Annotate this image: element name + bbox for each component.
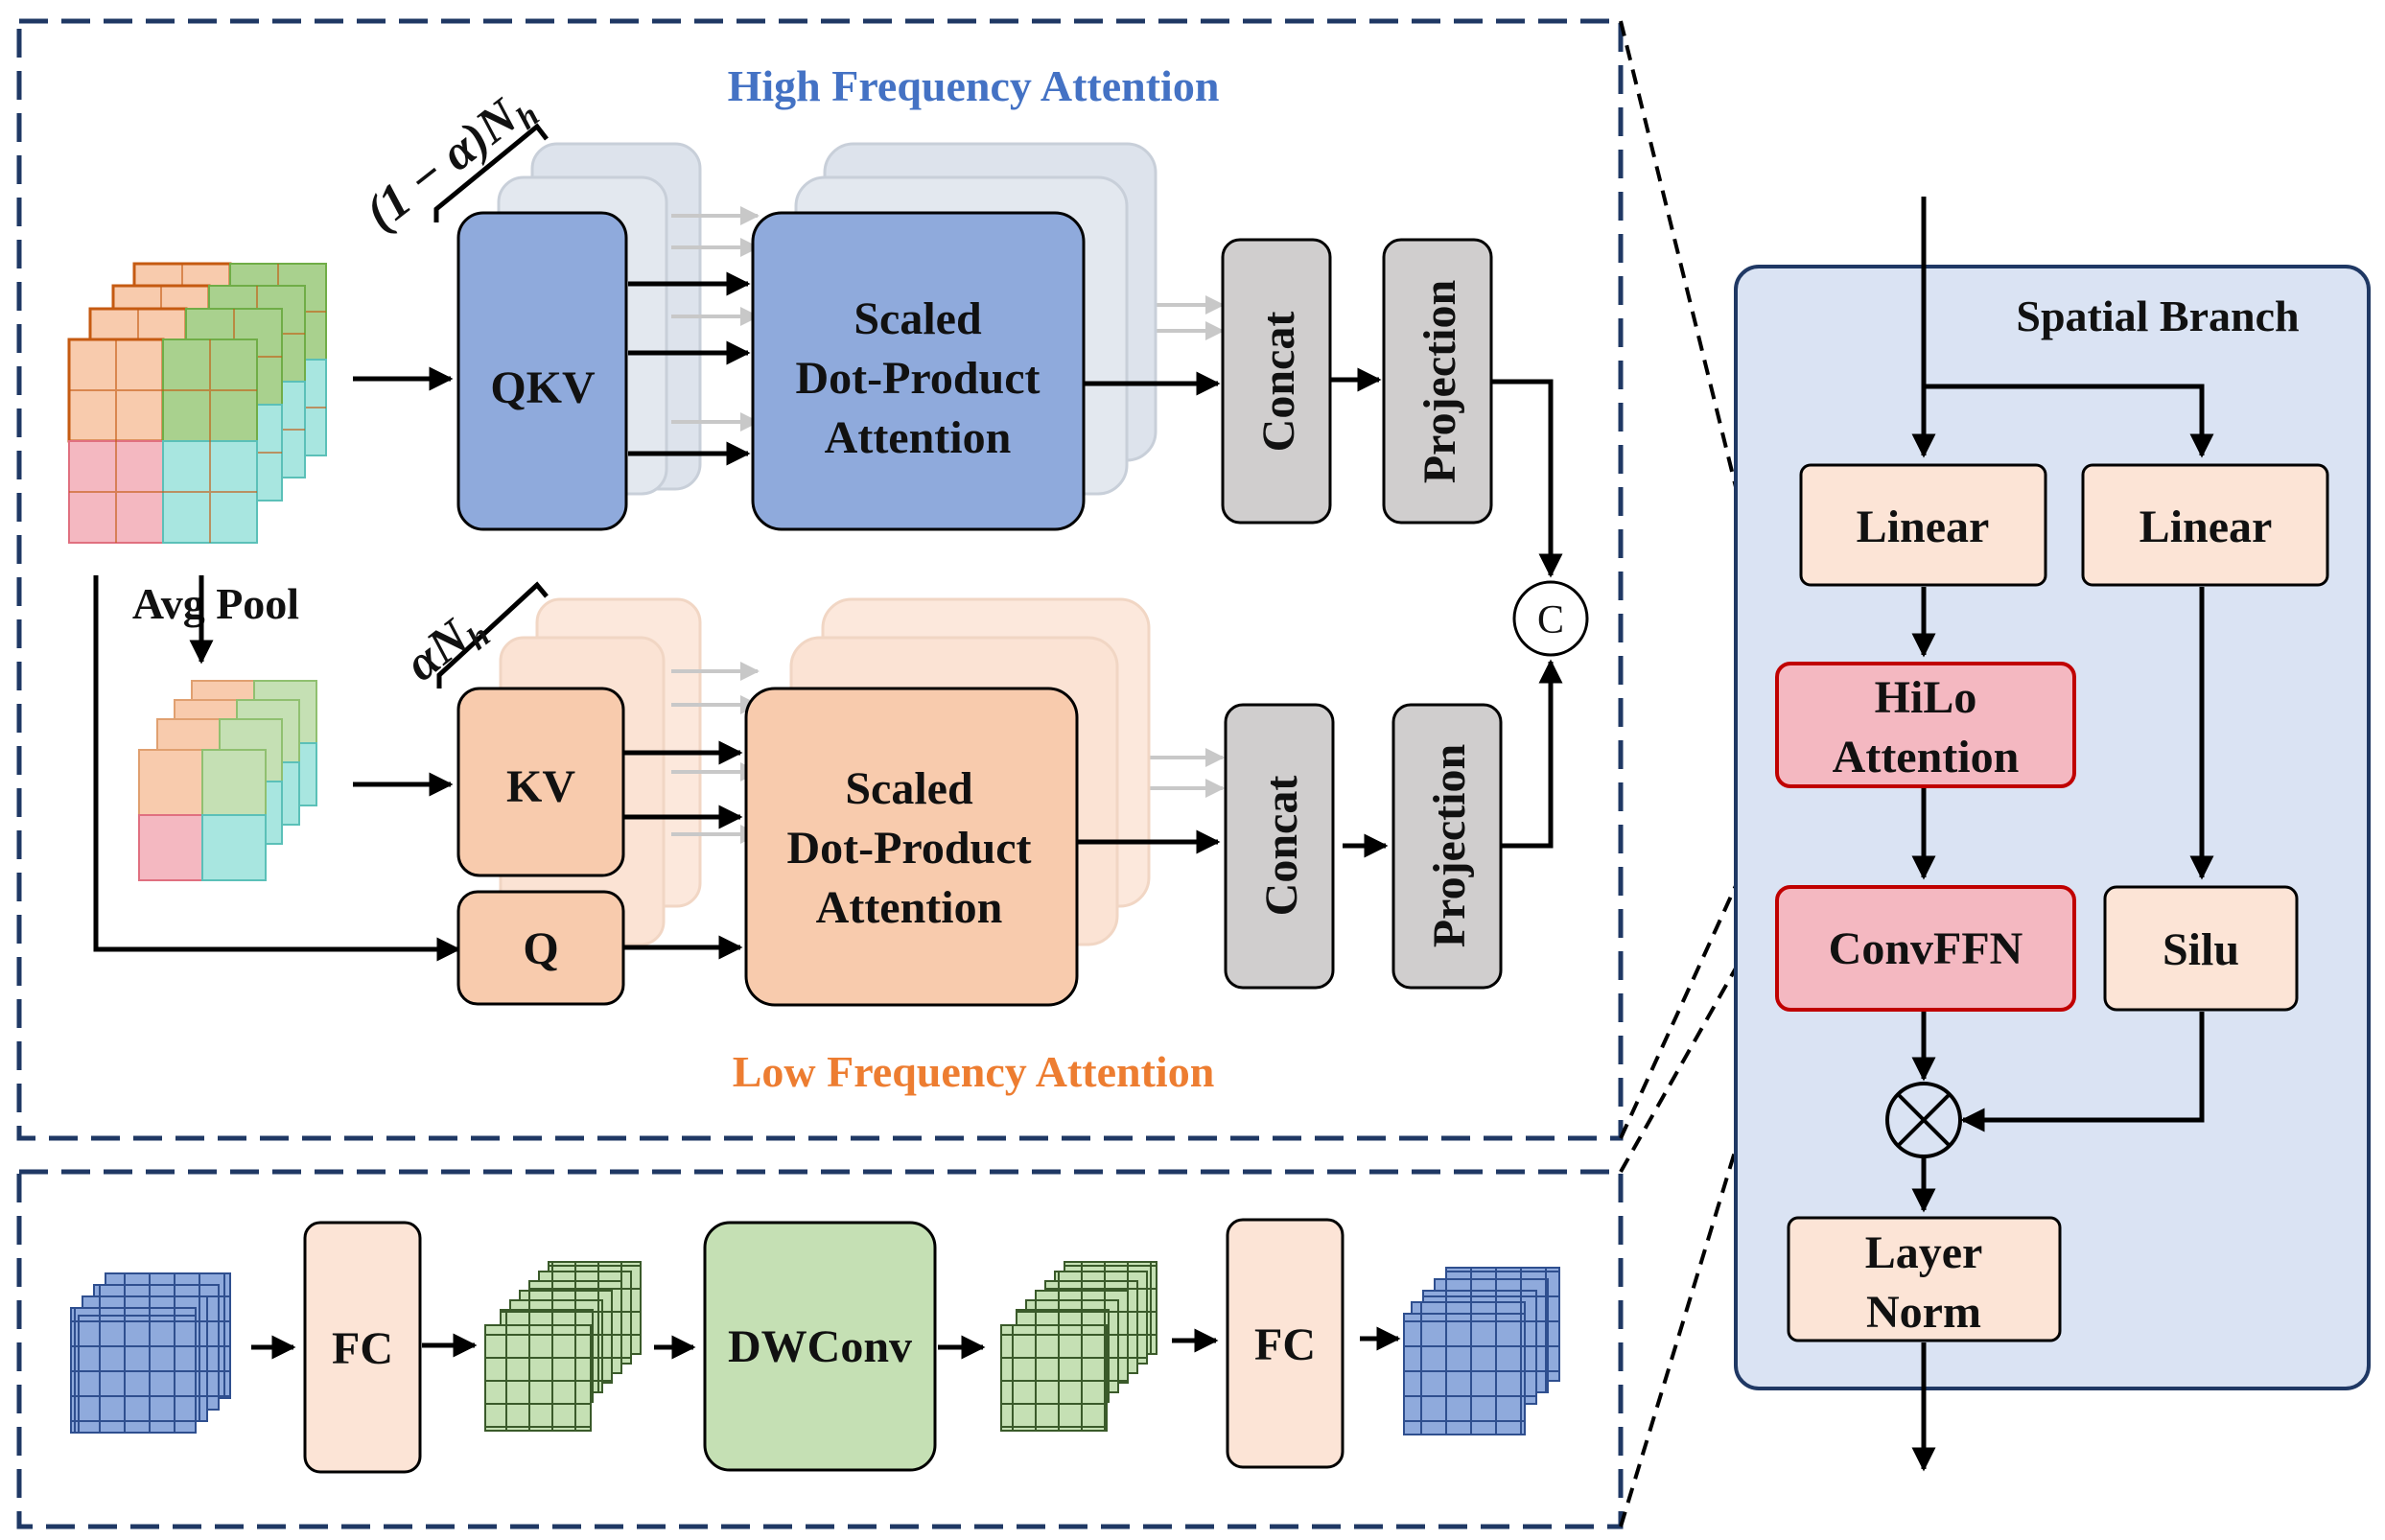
ffn-input-tensor	[70, 1272, 231, 1434]
ffn-hidden-tensor-1	[484, 1261, 642, 1432]
silu-label: Silu	[2163, 924, 2239, 975]
ffn-output-tensor	[1403, 1267, 1560, 1435]
dwconv-label: DWConv	[728, 1321, 912, 1372]
multiply-symbol	[1885, 1082, 1962, 1158]
high-frequency-title: High Frequency Attention	[728, 61, 1220, 110]
low-heads-label: αNh	[395, 598, 497, 696]
layer-norm-line2: Norm	[1866, 1287, 1981, 1338]
concat-symbol	[1512, 580, 1589, 657]
convffn-block	[1775, 885, 2076, 1012]
sdpa-low-line1: Scaled	[845, 763, 973, 814]
concat-low-label: Concat	[1256, 776, 1307, 917]
q-label: Q	[523, 923, 558, 974]
sdpa-high-line1: Scaled	[853, 293, 982, 344]
kv-block	[456, 687, 625, 877]
hilo-line1: HiLo	[1875, 672, 1977, 723]
input-feature-map	[67, 262, 327, 544]
projection-low-label: Projection	[1424, 744, 1475, 947]
avg-pool-label: Avg Pool	[132, 579, 299, 628]
sdpa-high-line3: Attention	[825, 412, 1012, 463]
layer-norm-block	[1787, 1216, 2062, 1342]
fc2-label: FC	[1254, 1319, 1316, 1370]
linear-left-block	[1799, 463, 2047, 587]
convffn-label: ConvFFN	[1829, 923, 2023, 974]
sdpa-high-block	[751, 211, 1086, 531]
linear-right-block	[2081, 463, 2329, 587]
sdpa-low-block	[744, 687, 1079, 1007]
pooled-feature-map	[138, 680, 317, 881]
concat-high-label: Concat	[1253, 312, 1304, 453]
hilo-line2: Attention	[1833, 732, 2020, 782]
concat-low-block	[1224, 703, 1335, 990]
ffn-hidden-tensor-2	[1000, 1261, 1157, 1432]
linear-left-label: Linear	[1857, 502, 1990, 552]
query-bypass-line	[93, 575, 461, 962]
sdpa-low-line2: Dot-Product	[786, 823, 1031, 874]
dwconv-block	[703, 1221, 937, 1472]
concat-symbol-label: C	[1537, 598, 1564, 642]
qkv-block	[456, 211, 628, 531]
fc2-block	[1226, 1218, 1344, 1469]
silu-block	[2103, 885, 2299, 1012]
layer-norm-line1: Layer	[1865, 1227, 1983, 1278]
sdpa-low-line3: Attention	[816, 882, 1003, 933]
linear-right-label: Linear	[2139, 502, 2273, 552]
low-frequency-title: Low Frequency Attention	[733, 1047, 1215, 1096]
projection-high-label: Projection	[1415, 280, 1465, 483]
sdpa-high-line2: Dot-Product	[795, 353, 1040, 404]
kv-label: KV	[506, 761, 575, 812]
spatial-branch-title: Spatial Branch	[2016, 292, 2299, 340]
ffn-dashed-frame	[16, 1169, 1624, 1529]
fc1-label: FC	[332, 1323, 393, 1374]
fc1-block	[303, 1221, 422, 1474]
hilo-attention-block	[1775, 662, 2076, 788]
attention-dashed-frame	[16, 18, 1624, 1141]
qkv-label: QKV	[490, 362, 596, 413]
